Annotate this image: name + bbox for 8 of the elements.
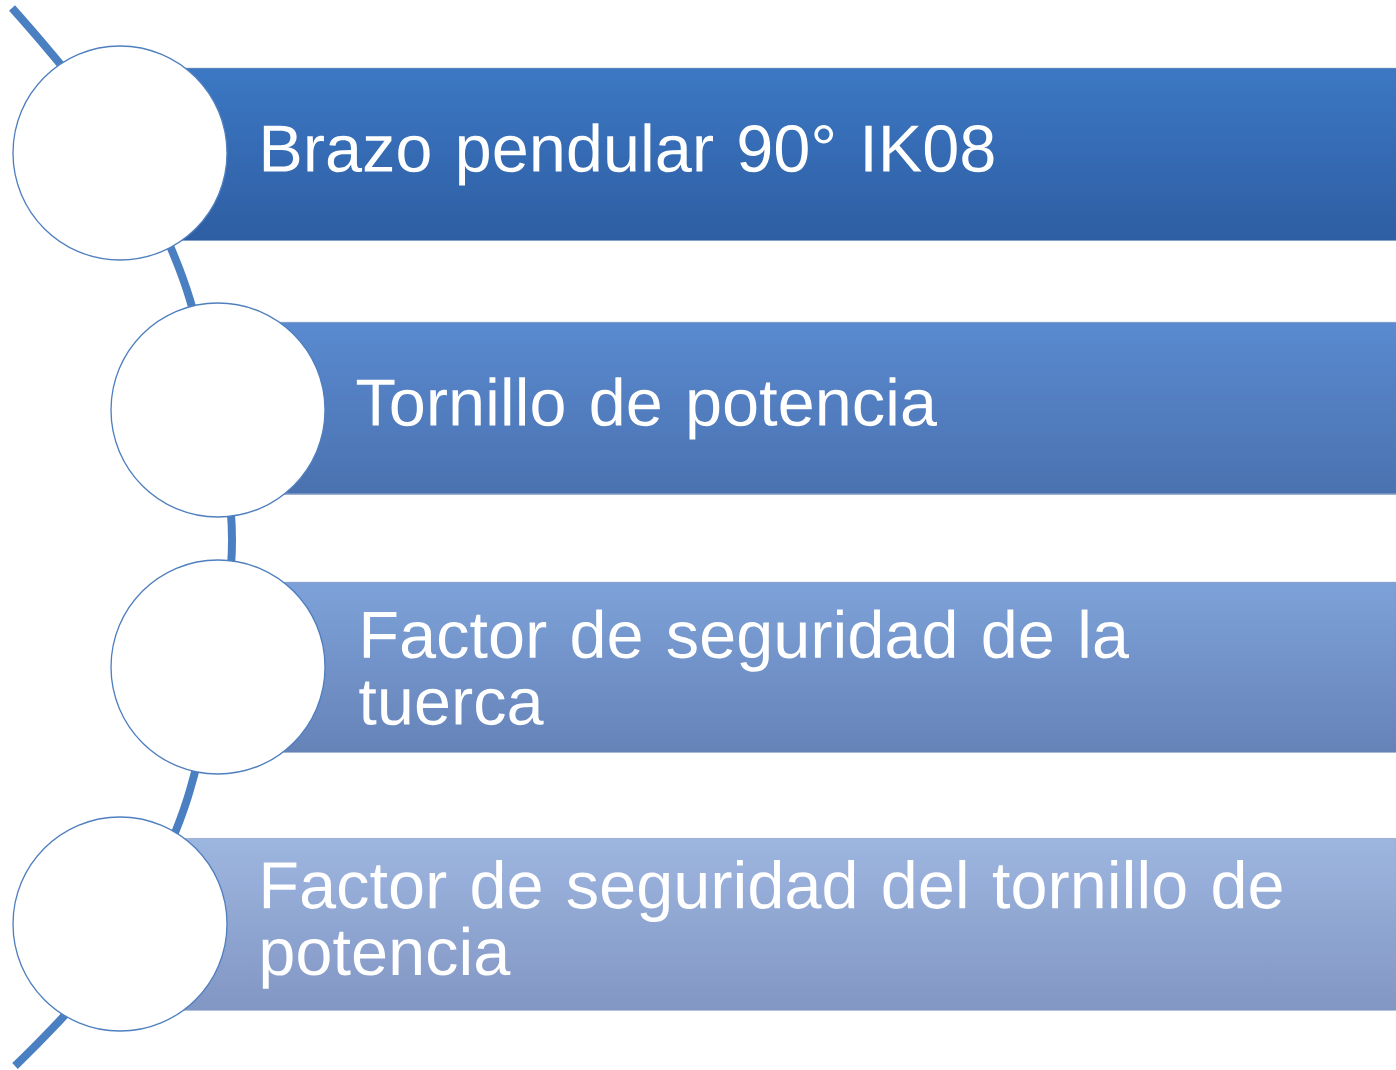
list-bar: Tornillo de potencia (250, 322, 1396, 495)
circle-marker (12, 45, 228, 261)
list-bar: Brazo pendular 90° IK08 (150, 68, 1396, 241)
circle-marker (110, 559, 326, 775)
list-bar: Factor de seguridad de la tuerca (250, 582, 1396, 753)
circle-marker (12, 816, 228, 1032)
list-bar: Factor de seguridad del tornillo de potencia (150, 838, 1396, 1011)
circle-marker (110, 302, 326, 518)
